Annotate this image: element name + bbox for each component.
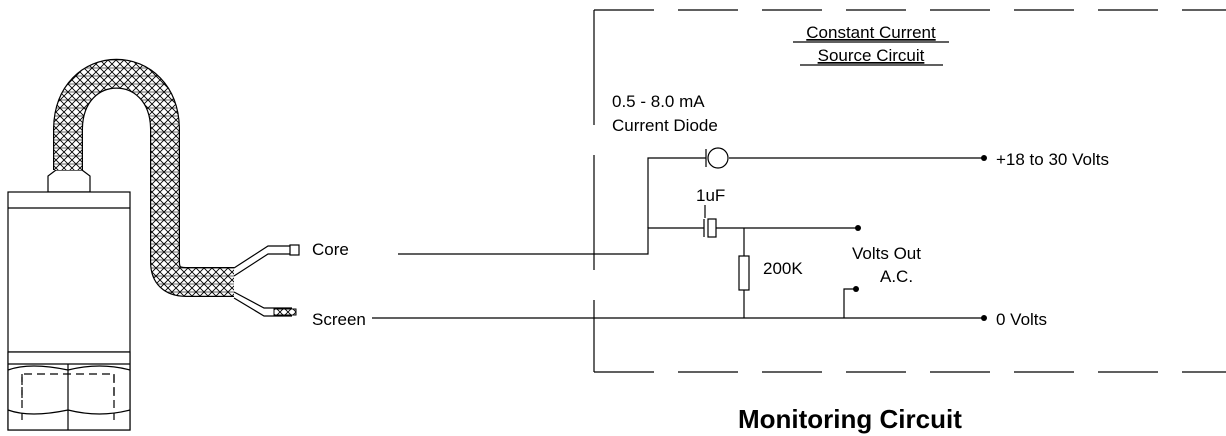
diode-label-line2: Current Diode [612,116,718,135]
capacitor-label: 1uF [696,186,725,205]
volts-out-label-line2: A.C. [880,267,913,286]
resistor-label: 200K [763,259,803,278]
circuit-wires [372,155,987,321]
supply-voltage-label: +18 to 30 Volts [996,150,1109,169]
ground-voltage-label: 0 Volts [996,310,1047,329]
screen-label: Screen [312,310,366,329]
current-diode-icon [705,147,729,169]
volts-out-label-line1: Volts Out [852,244,921,263]
braided-cable-icon [53,58,300,317]
footer-title: Monitoring Circuit [738,404,962,434]
box-title-line1: Constant Current [806,23,936,42]
core-label: Core [312,240,349,259]
capacitor-icon [703,205,717,238]
sensor-body-icon [7,169,131,431]
box-title-line2: Source Circuit [818,46,925,65]
constant-current-box [593,9,1226,373]
resistor-icon [738,255,750,291]
diode-label-line1: 0.5 - 8.0 mA [612,92,705,111]
